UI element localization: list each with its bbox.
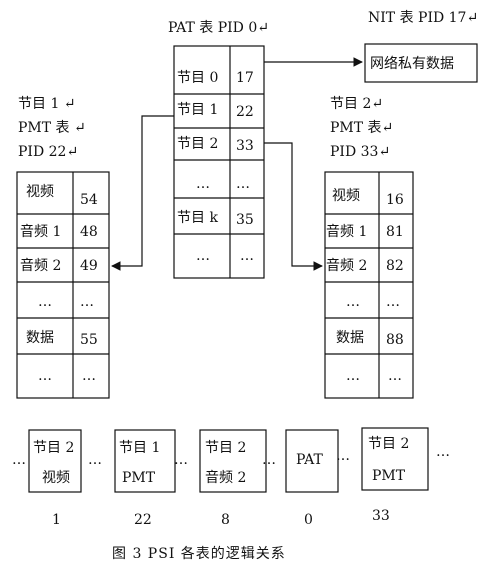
pmt2-row-4-stream: 数据 [336,330,364,346]
figure-caption: 图 3 PSI 各表的逻辑关系 [112,546,286,562]
stream-dots-start: … [12,452,26,468]
packet-5 [361,427,429,491]
pat-row-4-program: 节目 k [177,210,218,226]
pat-table [173,45,265,279]
pmt1-row-4-stream: 数据 [26,330,54,346]
packet-4 [285,429,339,493]
pmt1-title-3: PID 22↵ [18,144,78,160]
pmt1-row-3-pid: … [80,294,94,310]
pat-row-5-pid: … [240,248,254,264]
pmt2-title-2: PMT 表↵ [330,120,393,136]
pmt1-title-1: 节目 1 ↵ [18,96,76,112]
pmt1-row-0-stream: 视频 [26,184,54,200]
pat-row-0-program: 节目 0 [177,70,218,86]
packet-3-pid: 8 [221,512,230,528]
packet-1-line2: 视频 [42,470,70,486]
packet-1 [28,429,82,493]
stream-dots-4: … [336,448,350,464]
pmt2-row-2-stream: 音频 2 [326,257,367,274]
arrow-pat-to-pmt1 [111,115,174,271]
pmt1-table [16,171,110,399]
pat-title: PAT 表 PID 0↵ [168,20,269,36]
pmt1-row-2-pid: 49 [80,258,98,274]
pmt2-row-1-stream: 音频 1 [326,223,367,240]
packet-5-line2: PMT [372,468,406,484]
pmt2-row-2-pid: 82 [386,258,404,274]
stream-dots-2: … [174,452,188,468]
packet-1-line1: 节目 2 [33,440,74,456]
pmt2-row-0-pid: 16 [386,192,404,208]
stream-dots-3: … [262,452,276,468]
nit-box [364,43,478,83]
nit-box-label: 网络私有数据 [370,56,454,72]
pmt2-row-3-stream: … [346,294,360,310]
pmt1-title-2: PMT 表 ↵ [18,120,86,136]
nit-title: NIT 表 PID 17↵ [368,10,478,26]
pmt2-row-3-pid: … [386,294,400,310]
packet-1-pid: 1 [52,512,61,528]
pmt1-row-5-pid: … [82,368,96,384]
pmt2-row-5-stream: … [346,368,360,384]
pmt1-row-0-pid: 54 [80,192,98,208]
pat-row-3-pid: … [236,176,250,192]
pat-row-2-program: 节目 2 [177,136,218,152]
packet-3-line1: 节目 2 [205,440,246,456]
stream-dots-end: … [436,444,450,460]
packet-5-pid: 33 [372,508,390,524]
packet-2-pid: 22 [134,512,152,528]
packet-2 [114,429,176,493]
pmt1-row-2-stream: 音频 2 [20,257,61,274]
pmt1-row-3-stream: … [38,294,52,310]
pat-row-0-pid: 17 [236,70,254,86]
pmt2-row-1-pid: 81 [386,224,404,240]
pmt1-row-1-stream: 音频 1 [20,223,61,240]
pmt2-row-5-pid: … [388,368,402,384]
stream-dots-1: … [88,452,102,468]
pmt1-row-4-pid: 55 [80,332,98,348]
packet-2-line1: 节目 1 [119,440,160,456]
pat-row-2-pid: 33 [236,138,254,154]
arrow-pat-to-pmt2 [264,142,323,271]
pmt2-title-1: 节目 2↵ [330,96,383,112]
pat-row-4-pid: 35 [236,212,254,228]
pat-row-1-program: 节目 1 [177,102,218,118]
packet-4-line1: PAT [296,452,323,468]
pmt1-row-1-pid: 48 [80,224,98,240]
pmt2-row-4-pid: 88 [386,332,404,348]
packet-3-line2: 音频 2 [205,469,246,486]
packet-2-line2: PMT [122,470,156,486]
pat-row-5-program: … [196,248,210,264]
pmt2-row-0-stream: 视频 [332,188,360,204]
pat-row-3-program: … [196,176,210,192]
packet-5-line1: 节目 2 [368,436,409,452]
pmt1-row-5-stream: … [38,368,52,384]
pmt2-table [324,171,414,399]
packet-stream: … … … … … … 节目 2 视频 1 节目 1 PMT 22 节目 2 音… [12,427,450,528]
pat-row-1-pid: 22 [236,104,254,120]
packet-4-pid: 0 [304,512,313,528]
packet-3 [199,429,267,493]
pmt2-title-3: PID 33↵ [330,144,390,160]
